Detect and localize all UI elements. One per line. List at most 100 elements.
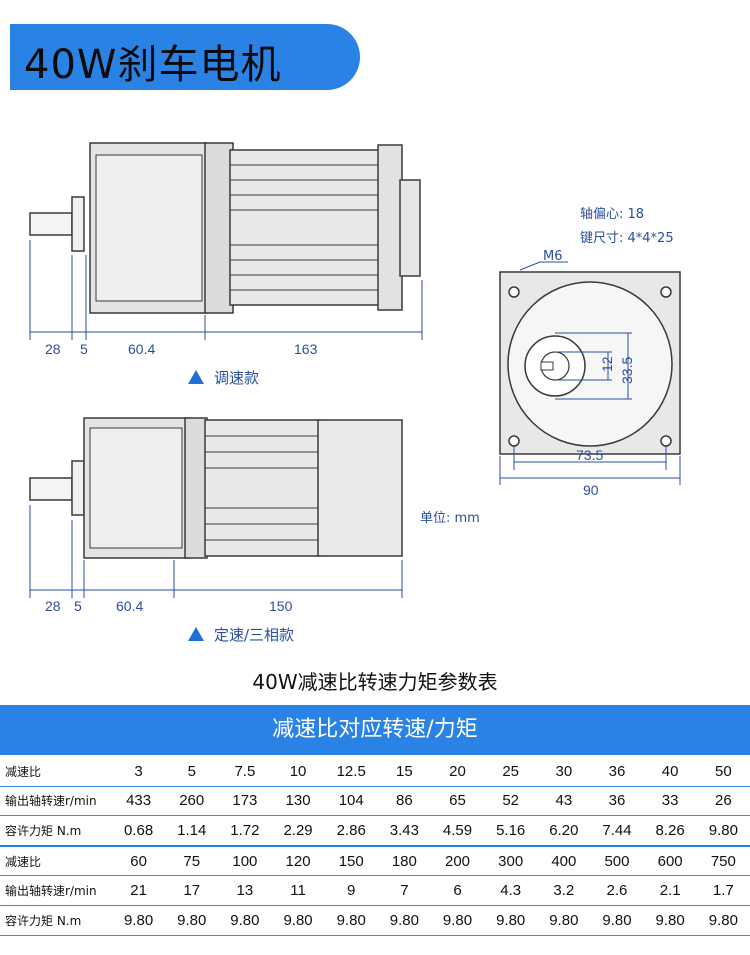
table-cell: 9.80 bbox=[218, 905, 272, 936]
table-cell: 8.26 bbox=[643, 815, 697, 847]
dim-73-5: 73.5 bbox=[576, 447, 603, 463]
table-cell: 6 bbox=[430, 875, 485, 906]
table-cell: 600 bbox=[643, 845, 697, 877]
table-cell: 5 bbox=[165, 757, 219, 787]
table-cell: 9.80 bbox=[537, 905, 591, 936]
table-row: 容许力矩 N.m 9.80 9.80 9.80 9.80 9.80 9.80 9… bbox=[0, 905, 750, 936]
triangle-marker-icon bbox=[188, 627, 204, 641]
table-cell: 7.5 bbox=[218, 757, 272, 787]
table-cell: 9.80 bbox=[590, 905, 644, 936]
table-cell: 104 bbox=[324, 786, 378, 817]
table-cell: 21 bbox=[112, 875, 166, 906]
table-cell: 9.80 bbox=[165, 905, 219, 936]
table-cell: 52 bbox=[484, 786, 538, 817]
table-cell: 2.86 bbox=[324, 815, 378, 847]
table-cell: 11 bbox=[271, 875, 325, 906]
top-dim-163: 163 bbox=[294, 341, 318, 357]
table-cell: 3 bbox=[112, 757, 166, 787]
table-cell: 30 bbox=[537, 757, 591, 787]
table-cell: 500 bbox=[590, 845, 644, 877]
flange-dimension-lines bbox=[499, 261, 681, 485]
table-cell: 750 bbox=[696, 845, 750, 877]
m6-label: M6 bbox=[543, 249, 563, 264]
bottom-caption: 定速/三相款 bbox=[214, 626, 294, 644]
table-cell: 60 bbox=[112, 845, 166, 877]
row-label: 输出轴转速r/min bbox=[0, 786, 112, 817]
table-cell: 150 bbox=[324, 845, 378, 877]
table-cell: 9.80 bbox=[484, 905, 538, 936]
table-cell: 300 bbox=[484, 845, 538, 877]
table-cell: 40 bbox=[643, 757, 697, 787]
table-cell: 4.59 bbox=[430, 815, 485, 847]
row-label: 容许力矩 N.m bbox=[0, 905, 112, 936]
table-cell: 13 bbox=[218, 875, 272, 906]
top-dim-5: 5 bbox=[80, 341, 88, 357]
table-title: 40W减速比转速力矩参数表 bbox=[252, 670, 498, 694]
table-cell: 36 bbox=[590, 786, 644, 817]
table-cell: 9.80 bbox=[696, 905, 750, 936]
bottom-motor bbox=[29, 417, 403, 559]
bottom-dim-5: 5 bbox=[74, 598, 82, 614]
table-cell: 180 bbox=[377, 845, 431, 877]
table-cell: 36 bbox=[590, 757, 644, 787]
key-size-note: 键尺寸: 4*4*25 bbox=[580, 231, 674, 246]
table-cell: 120 bbox=[271, 845, 325, 877]
table-cell: 33 bbox=[643, 786, 697, 817]
row-label: 减速比 bbox=[0, 845, 112, 877]
dim-12: 12 bbox=[599, 356, 615, 372]
bottom-dim-60-4: 60.4 bbox=[116, 598, 143, 614]
table-cell: 7.44 bbox=[590, 815, 644, 847]
table-cell: 9.80 bbox=[696, 815, 750, 847]
table-cell: 100 bbox=[218, 845, 272, 877]
table-cell: 5.16 bbox=[484, 815, 538, 847]
table-cell: 1.14 bbox=[165, 815, 219, 847]
bottom-dim-150: 150 bbox=[269, 598, 293, 614]
table-band: 减速比对应转速/力矩 bbox=[0, 705, 750, 755]
top-caption: 调速款 bbox=[214, 369, 259, 387]
top-dim-28: 28 bbox=[45, 341, 61, 357]
table-cell: 2.6 bbox=[590, 875, 644, 906]
top-dimension-lines bbox=[29, 240, 423, 340]
table-cell: 6.20 bbox=[537, 815, 591, 847]
table-cell: 9.80 bbox=[271, 905, 325, 936]
table-cell: 1.7 bbox=[696, 875, 750, 906]
table-cell: 17 bbox=[165, 875, 219, 906]
row-label: 减速比 bbox=[0, 757, 112, 787]
table-cell: 26 bbox=[696, 786, 750, 817]
bottom-dim-28: 28 bbox=[45, 598, 61, 614]
row-label: 容许力矩 N.m bbox=[0, 815, 112, 847]
table-cell: 9.80 bbox=[377, 905, 431, 936]
technical-drawing: 28 5 60.4 163 调速款 28 5 60.4 150 定速/三相款 轴… bbox=[29, 142, 681, 644]
unit-note: 单位: mm bbox=[420, 511, 480, 526]
table-cell: 9 bbox=[324, 875, 378, 906]
table-cell: 86 bbox=[377, 786, 431, 817]
table-cell: 20 bbox=[430, 757, 485, 787]
table-cell: 43 bbox=[537, 786, 591, 817]
table-cell: 1.72 bbox=[218, 815, 272, 847]
table-row: 输出轴转速r/min 21 17 13 11 9 7 6 4.3 3.2 2.6… bbox=[0, 875, 750, 906]
bottom-dimension-lines bbox=[29, 505, 403, 598]
table-cell: 10 bbox=[271, 757, 325, 787]
page-title: 40W刹车电机 bbox=[24, 42, 282, 88]
table-cell: 3.2 bbox=[537, 875, 591, 906]
table-row: 减速比 3 5 7.5 10 12.5 15 20 25 30 36 40 50 bbox=[0, 757, 750, 787]
triangle-marker-icon bbox=[188, 370, 204, 384]
table-cell: 200 bbox=[430, 845, 485, 877]
flange-view bbox=[499, 271, 681, 455]
table-cell: 260 bbox=[165, 786, 219, 817]
table-cell: 9.80 bbox=[324, 905, 378, 936]
table-row: 容许力矩 N.m 0.68 1.14 1.72 2.29 2.86 3.43 4… bbox=[0, 815, 750, 847]
table-cell: 9.80 bbox=[643, 905, 697, 936]
table-cell: 15 bbox=[377, 757, 431, 787]
table-cell: 2.1 bbox=[643, 875, 697, 906]
table-cell: 4.3 bbox=[484, 875, 538, 906]
table-cell: 9.80 bbox=[430, 905, 485, 936]
top-motor bbox=[29, 142, 421, 314]
table-cell: 0.68 bbox=[112, 815, 166, 847]
table-row: 减速比 60 75 100 120 150 180 200 300 400 50… bbox=[0, 845, 750, 877]
params-table: 减速比 3 5 7.5 10 12.5 15 20 25 30 36 40 50… bbox=[0, 757, 750, 936]
table-cell: 65 bbox=[430, 786, 485, 817]
table-row: 输出轴转速r/min 433 260 173 130 104 86 65 52 … bbox=[0, 786, 750, 817]
table-cell: 12.5 bbox=[324, 757, 378, 787]
table-cell: 2.29 bbox=[271, 815, 325, 847]
